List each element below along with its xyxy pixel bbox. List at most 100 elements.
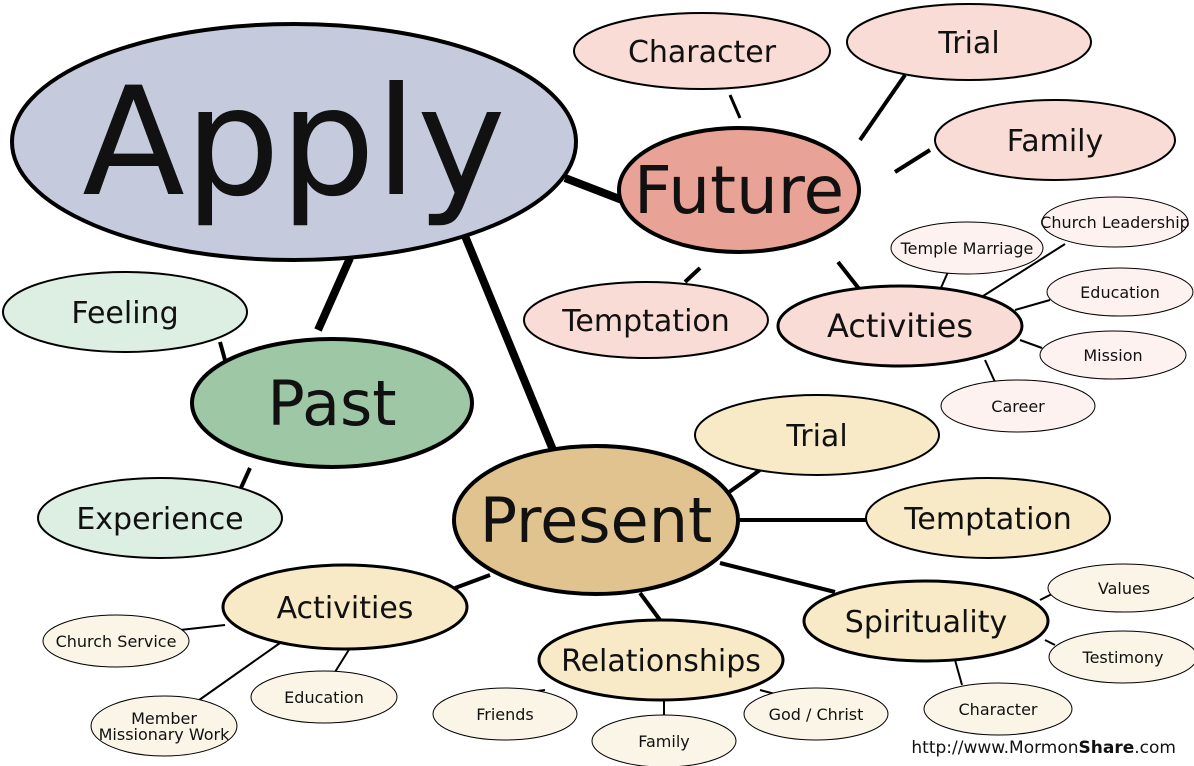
node-label: God / Christ <box>769 705 864 724</box>
connector-line <box>334 647 351 673</box>
node-testimony: Testimony <box>1048 630 1194 684</box>
node-ellipse <box>776 284 1024 368</box>
node-friends: Friends <box>432 687 578 741</box>
node-values: Values <box>1047 563 1194 613</box>
node-future-activities: Activities <box>776 284 1024 368</box>
node-present-temptation: Temptation <box>865 477 1111 559</box>
node-future-trial: Trial <box>846 3 1092 81</box>
node-label: Family <box>638 732 689 751</box>
connector-line <box>836 260 862 292</box>
node-experience: Experience <box>37 477 283 559</box>
node-label: Spirituality <box>845 605 1007 640</box>
node-ellipse <box>190 337 474 469</box>
node-ellipse <box>90 695 238 757</box>
node-label: Values <box>1098 579 1150 598</box>
connector-line <box>184 642 281 711</box>
connector-line <box>858 73 907 142</box>
node-ellipse <box>617 126 861 254</box>
node-feeling: Feeling <box>2 271 248 353</box>
node-label: Temptation <box>561 304 730 339</box>
node-label: Experience <box>76 502 243 537</box>
node-future-family: Family <box>934 99 1176 181</box>
node-mission: Mission <box>1039 330 1187 380</box>
node-label: Character <box>959 700 1038 719</box>
url-prefix: http://www. <box>911 738 1010 758</box>
node-present-trial: Trial <box>694 394 940 476</box>
node-relationships: Relationships <box>537 618 785 702</box>
connector-line <box>719 561 836 594</box>
connector-line <box>454 573 491 590</box>
node-church-service: Church Service <box>42 614 190 668</box>
connector-line <box>238 467 252 491</box>
node-temple-marriage: Temple Marriage <box>890 221 1044 275</box>
website-url: http://www.MormonShare.com <box>911 738 1176 758</box>
node-spirituality: Spirituality <box>802 579 1050 663</box>
node-ellipse <box>452 444 740 596</box>
node-ellipse <box>523 281 769 359</box>
url-suffix: .com <box>1134 738 1176 758</box>
node-label: Mission <box>1083 346 1142 365</box>
node-ellipse <box>865 477 1111 559</box>
node-ellipse <box>934 99 1176 181</box>
connector-line <box>638 591 662 622</box>
url-bold: Share <box>1078 738 1135 758</box>
node-ellipse <box>37 477 283 559</box>
node-ellipse <box>802 579 1050 663</box>
node-label: Apply <box>82 56 506 230</box>
connector-line <box>683 266 702 284</box>
node-ellipse <box>1039 330 1187 380</box>
node-ellipse <box>1048 630 1194 684</box>
node-apply: Apply <box>10 22 578 262</box>
connector-line <box>1014 299 1051 311</box>
node-label: Activities <box>277 591 414 626</box>
node-label: Past <box>267 367 396 440</box>
node-future-temptation: Temptation <box>523 281 769 359</box>
node-ellipse <box>2 271 248 353</box>
node-church-leadership: Church Leadership <box>1040 196 1190 248</box>
node-ellipse <box>10 22 578 262</box>
node-career: Career <box>940 379 1096 433</box>
node-ellipse <box>42 614 190 668</box>
connector-line <box>563 174 624 204</box>
node-ellipse <box>573 12 831 90</box>
node-label: Future <box>634 152 844 229</box>
node-label: Relationships <box>561 644 761 679</box>
node-future: Future <box>617 126 861 254</box>
node-ellipse <box>846 3 1092 81</box>
node-label: Missionary Work <box>99 725 230 744</box>
node-past: Past <box>190 337 474 469</box>
node-ellipse <box>1047 563 1194 613</box>
node-label: Trial <box>937 26 999 61</box>
node-present: Present <box>452 444 740 596</box>
connector-line <box>1039 593 1053 601</box>
node-ellipse <box>694 394 940 476</box>
node-label: Family <box>1007 124 1104 159</box>
node-ellipse <box>537 618 785 702</box>
node-label: Character <box>628 35 777 70</box>
node-ellipse <box>432 687 578 741</box>
node-label: Activities <box>827 307 973 345</box>
node-label: Trial <box>785 419 847 454</box>
node-ellipse <box>890 221 1044 275</box>
node-label: Friends <box>476 705 534 724</box>
node-label: Present <box>480 484 713 557</box>
connector-line <box>723 468 762 497</box>
node-label: Career <box>991 397 1045 416</box>
node-label: Member <box>131 709 197 728</box>
node-label: Church Service <box>56 632 177 651</box>
node-future-character: Character <box>573 12 831 90</box>
node-ellipse <box>221 563 469 651</box>
node-ellipse <box>743 687 889 741</box>
node-ellipse <box>1046 267 1194 317</box>
node-present-character: Character <box>923 682 1073 736</box>
node-label: Education <box>1080 283 1160 302</box>
connector-line <box>218 341 227 361</box>
connector-line <box>1019 339 1043 349</box>
connector-line <box>728 94 742 119</box>
connector-line <box>984 359 996 383</box>
connector-line <box>179 624 226 631</box>
node-ellipse <box>1041 196 1189 248</box>
connector-line <box>954 659 963 686</box>
